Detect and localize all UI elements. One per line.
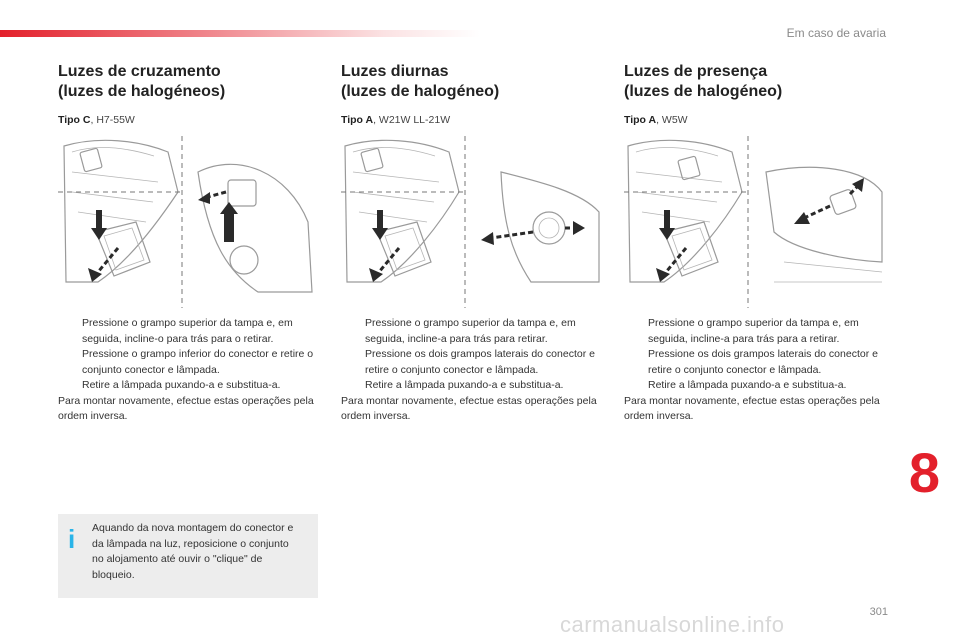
instruction-steps: Pressione o grampo superior da tampa e, … [624, 316, 894, 425]
reassembly-note: Para montar novamente, efectue estas ope… [624, 394, 880, 423]
instruction-step: Pressione o grampo superior da tampa e, … [365, 317, 576, 345]
bulb-type: Tipo C, H7-55W [58, 114, 135, 126]
column-position-lights: Luzes de presença (luzes de halogéneo) T… [624, 62, 894, 422]
instruction-step: Pressione os dois grampos laterais do co… [365, 348, 595, 376]
instruction-step: Retire a lâmpada puxando-a e substitua-a… [365, 379, 564, 391]
column-low-beam: Luzes de cruzamento (luzes de halogéneos… [58, 62, 328, 422]
daytime-light-illustration [341, 136, 600, 308]
reassembly-note: Para montar novamente, efectue estas ope… [58, 394, 314, 423]
info-icon: i [68, 524, 76, 554]
instruction-steps: Pressione o grampo superior da tampa e, … [58, 316, 328, 425]
instruction-step: Pressione o grampo superior da tampa e, … [648, 317, 859, 345]
bulb-type: Tipo A, W21W LL-21W [341, 114, 451, 126]
column-daytime-lights: Luzes diurnas (luzes de halogéneo) Tipo … [341, 62, 611, 422]
watermark: carmanualsonline.info [560, 612, 785, 637]
instruction-step: Pressione os dois grampos laterais do co… [648, 348, 878, 376]
instruction-steps: Pressione o grampo superior da tampa e, … [341, 316, 611, 425]
info-note-box: i Aquando da nova montagem do conector e… [58, 514, 318, 598]
column-title: Luzes de cruzamento (luzes de halogéneos… [58, 63, 226, 100]
column-title: Luzes de presença (luzes de halogéneo) [624, 63, 783, 100]
bulb-type: Tipo A, W5W [624, 114, 688, 126]
low-beam-illustration [58, 136, 313, 308]
instruction-step: Retire a lâmpada puxando-a e substitua-a… [648, 379, 847, 391]
info-note-text: Aquando da nova montagem do conector e d… [92, 522, 294, 581]
instruction-step: Pressione o grampo superior da tampa e, … [82, 317, 293, 345]
page-number: 301 [869, 606, 888, 618]
column-title: Luzes diurnas (luzes de halogéneo) [341, 63, 500, 100]
instruction-step: Retire a lâmpada puxando-a e substitua-a… [82, 379, 281, 391]
section-title: Em caso de avaria [786, 26, 886, 40]
chapter-color-bar [0, 30, 480, 37]
chapter-number: 8 [908, 441, 940, 504]
reassembly-note: Para montar novamente, efectue estas ope… [341, 394, 597, 423]
position-light-illustration [624, 136, 883, 308]
instruction-step: Pressione o grampo inferior do conector … [82, 348, 314, 376]
